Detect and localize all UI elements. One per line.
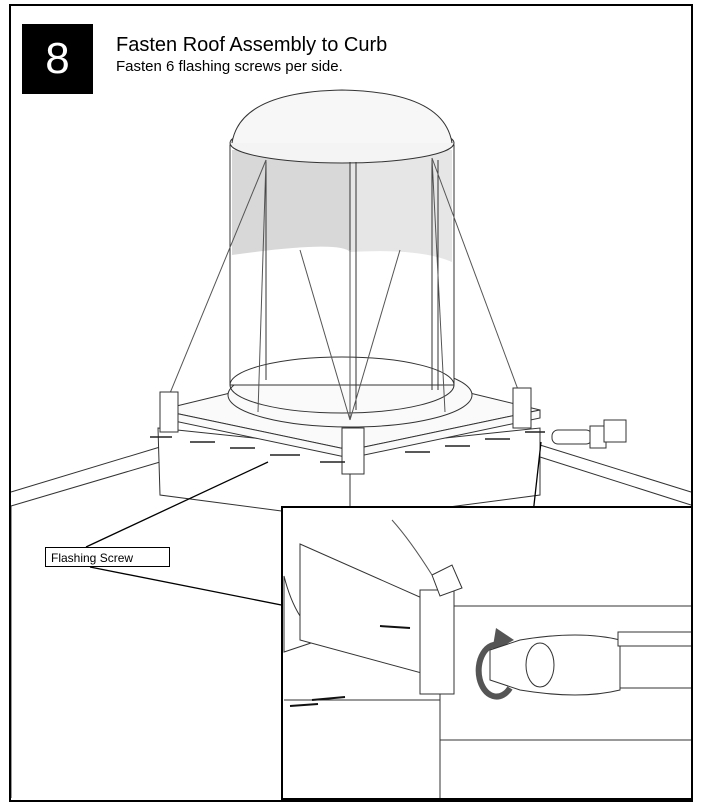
flashing-screws — [150, 431, 545, 463]
page-frame — [9, 4, 693, 802]
detail-screws — [289, 625, 411, 707]
corner-brackets — [159, 387, 532, 475]
dome-skylight — [229, 89, 455, 414]
detail-bracket — [283, 519, 692, 798]
step-subtitle: Fasten 6 flashing screws per side. — [116, 58, 343, 75]
support-cables — [167, 157, 521, 421]
callout-flashing-screw: Flashing Screw — [45, 547, 170, 567]
curb — [157, 427, 541, 521]
rotation-arrow-icon — [475, 628, 514, 700]
step-title: Fasten Roof Assembly to Curb — [116, 34, 388, 56]
step-number-badge: 8 — [22, 24, 93, 94]
detail-drill — [489, 631, 693, 696]
roof-surface — [10, 444, 692, 798]
drill-icon — [551, 419, 627, 449]
